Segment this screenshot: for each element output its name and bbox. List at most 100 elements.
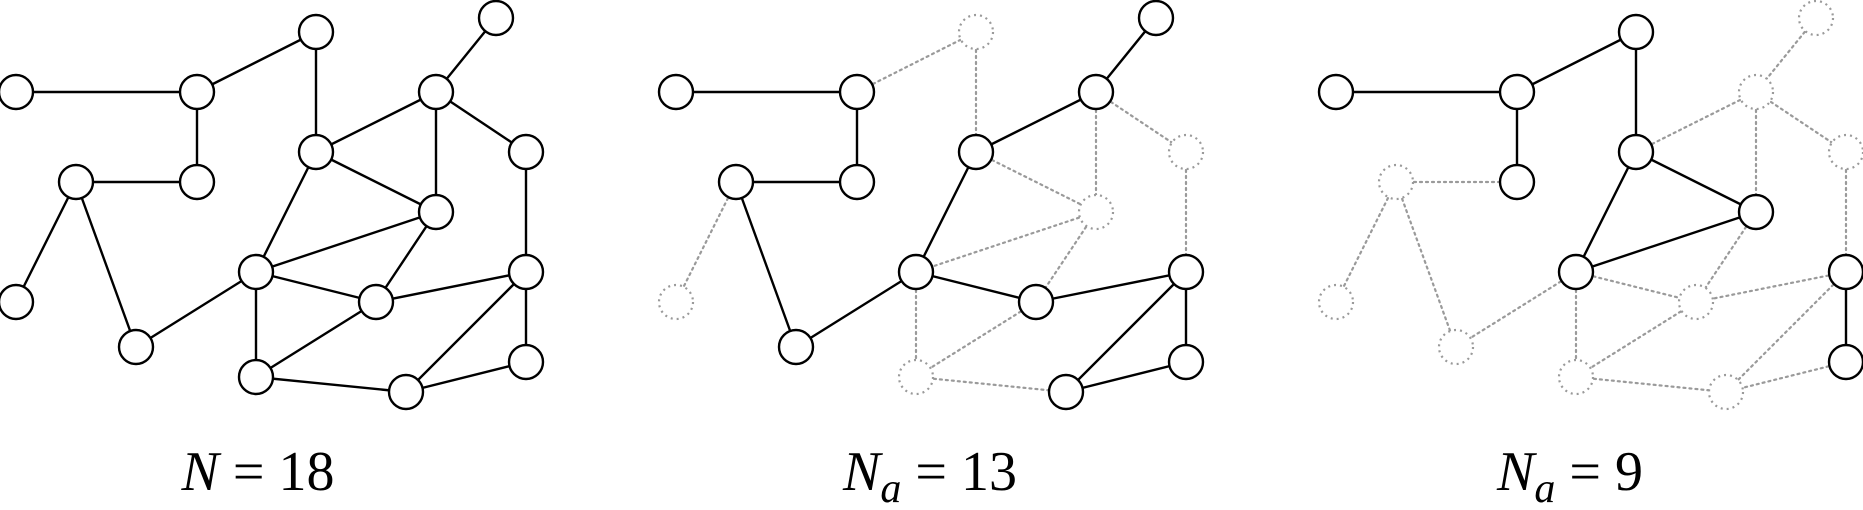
edge-1-2 bbox=[195, 30, 318, 94]
edge-15-17 bbox=[1724, 360, 1848, 394]
node-11 bbox=[1827, 253, 1863, 291]
node-16 bbox=[1557, 358, 1595, 396]
node-8 bbox=[1498, 163, 1536, 201]
panel-active-9: Na = 9 bbox=[1317, 0, 1863, 510]
edge-7-12 bbox=[1334, 180, 1398, 304]
edge-7-14 bbox=[1394, 180, 1458, 349]
edge-5-10 bbox=[1574, 150, 1638, 274]
edge-13-16 bbox=[1574, 300, 1698, 379]
edge-10-14 bbox=[1454, 270, 1578, 349]
node-7 bbox=[1377, 163, 1415, 201]
edge-10-13 bbox=[254, 270, 378, 304]
panel-label: Na = 9 bbox=[1496, 441, 1643, 510]
edge-9-10 bbox=[1574, 210, 1758, 274]
edge-9-10 bbox=[914, 210, 1098, 274]
edge-1-2 bbox=[1515, 30, 1638, 94]
edge-5-10 bbox=[914, 150, 978, 274]
node-14 bbox=[117, 328, 155, 366]
node-group bbox=[1317, 0, 1863, 411]
label-symbol: N bbox=[1496, 441, 1537, 503]
node-15 bbox=[1167, 343, 1205, 381]
node-5 bbox=[297, 133, 335, 171]
node-16 bbox=[897, 358, 935, 396]
node-9 bbox=[1077, 193, 1115, 231]
edge-11-17 bbox=[1064, 270, 1188, 394]
label-subscript: a bbox=[1534, 466, 1555, 510]
node-13 bbox=[1017, 283, 1055, 321]
edge-10-13 bbox=[914, 270, 1038, 304]
node-3 bbox=[477, 0, 515, 37]
label-relation: = bbox=[219, 441, 279, 503]
edge-4-6 bbox=[1754, 90, 1848, 154]
edge-4-5 bbox=[1634, 90, 1758, 154]
node-2 bbox=[297, 13, 335, 51]
edge-11-17 bbox=[1724, 270, 1848, 394]
edge-7-14 bbox=[734, 180, 798, 349]
node-12 bbox=[1317, 283, 1355, 321]
edge-7-12 bbox=[674, 180, 738, 304]
edge-11-13 bbox=[374, 270, 528, 304]
edge-10-14 bbox=[794, 270, 918, 349]
node-15 bbox=[507, 343, 545, 381]
label-symbol: N bbox=[842, 441, 883, 503]
edge-13-16 bbox=[254, 300, 378, 379]
node-4 bbox=[417, 73, 455, 111]
node-17 bbox=[1707, 373, 1745, 411]
node-17 bbox=[1047, 373, 1085, 411]
node-12 bbox=[657, 283, 695, 321]
node-8 bbox=[178, 163, 216, 201]
node-13 bbox=[1677, 283, 1715, 321]
node-0 bbox=[0, 73, 35, 111]
node-10 bbox=[897, 253, 935, 291]
edge-7-14 bbox=[74, 180, 138, 349]
node-3 bbox=[1797, 0, 1835, 37]
node-5 bbox=[1617, 133, 1655, 171]
node-2 bbox=[1617, 13, 1655, 51]
node-11 bbox=[1167, 253, 1205, 291]
panel-full-graph: N = 18 bbox=[0, 0, 545, 503]
node-1 bbox=[838, 73, 876, 111]
panel-label: N = 18 bbox=[181, 441, 335, 503]
label-value: 9 bbox=[1615, 441, 1643, 503]
edge-15-17 bbox=[1064, 360, 1188, 394]
label-symbol: N bbox=[181, 441, 222, 503]
node-17 bbox=[387, 373, 425, 411]
edge-15-17 bbox=[404, 360, 528, 394]
node-5 bbox=[957, 133, 995, 171]
node-12 bbox=[0, 283, 35, 321]
node-6 bbox=[1827, 133, 1863, 171]
node-6 bbox=[1167, 133, 1205, 171]
edge-16-17 bbox=[1574, 375, 1728, 394]
node-3 bbox=[1137, 0, 1175, 37]
edge-1-2 bbox=[855, 30, 978, 94]
node-1 bbox=[1498, 73, 1536, 111]
node-group bbox=[0, 0, 545, 411]
node-13 bbox=[357, 283, 395, 321]
panel-label: Na = 13 bbox=[842, 441, 1017, 510]
label-value: 13 bbox=[961, 441, 1017, 503]
node-9 bbox=[417, 193, 455, 231]
edge-11-17 bbox=[404, 270, 528, 394]
node-16 bbox=[237, 358, 275, 396]
edge-10-14 bbox=[134, 270, 258, 349]
edge-group bbox=[14, 16, 528, 394]
node-4 bbox=[1737, 73, 1775, 111]
edge-11-13 bbox=[1694, 270, 1848, 304]
node-1 bbox=[178, 73, 216, 111]
node-8 bbox=[838, 163, 876, 201]
node-10 bbox=[1557, 253, 1595, 291]
node-2 bbox=[957, 13, 995, 51]
edge-11-13 bbox=[1034, 270, 1188, 304]
panel-active-13: Na = 13 bbox=[657, 0, 1205, 510]
node-7 bbox=[57, 163, 95, 201]
node-9 bbox=[1737, 193, 1775, 231]
node-0 bbox=[1317, 73, 1355, 111]
edge-5-9 bbox=[1634, 150, 1758, 214]
label-subscript: a bbox=[880, 466, 901, 510]
node-0 bbox=[657, 73, 695, 111]
edge-10-13 bbox=[1574, 270, 1698, 304]
edge-4-5 bbox=[314, 90, 438, 154]
edge-4-5 bbox=[974, 90, 1098, 154]
node-14 bbox=[777, 328, 815, 366]
